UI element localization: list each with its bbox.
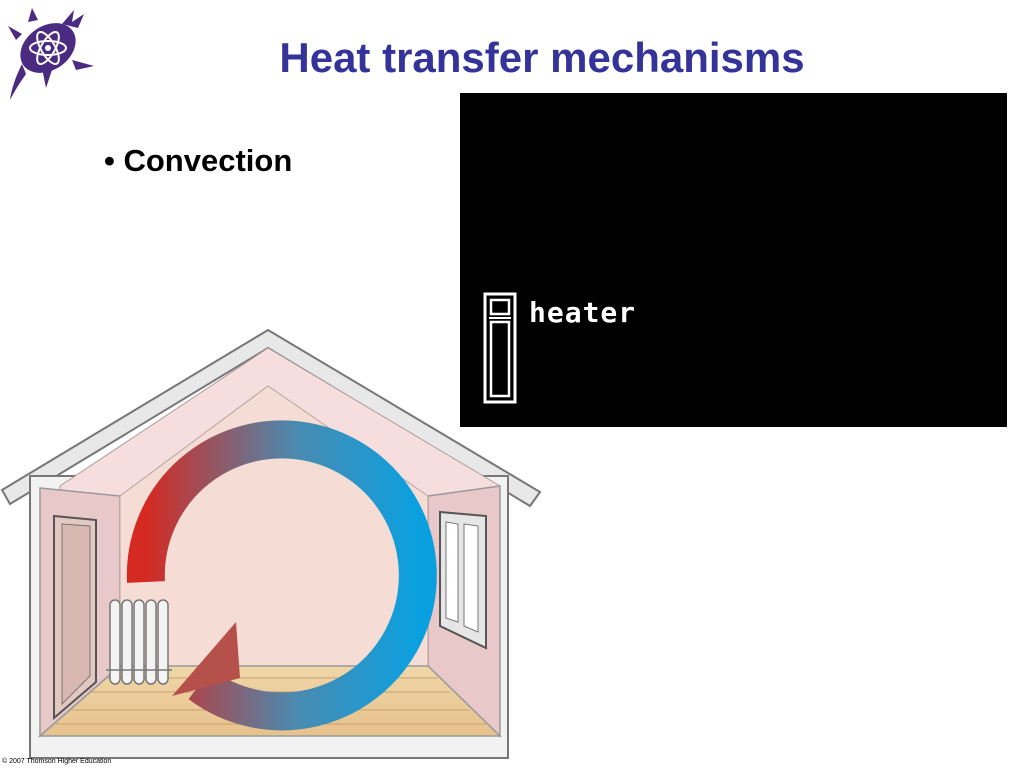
bullet-convection: • Convection [104,143,293,178]
heater-icon [483,292,517,404]
copyright-notice: © 2007 Thomson Higher Education [2,758,112,765]
heater-label: heater [529,296,637,329]
horned-frog-atom-logo [8,8,94,100]
slide-title: Heat transfer mechanisms [279,34,805,81]
video-panel[interactable]: heater [460,93,1007,427]
house-convection-illustration [0,328,542,759]
